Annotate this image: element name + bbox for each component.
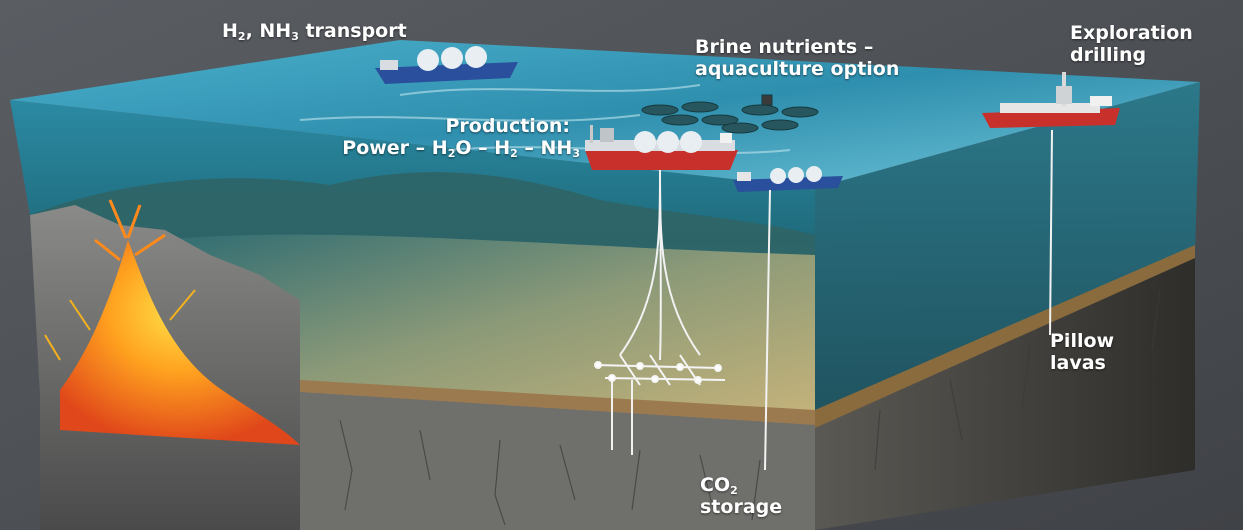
pillow-line1: Pillow	[1050, 330, 1115, 352]
production-sub1: 2	[447, 147, 456, 160]
brine-line1: Brine nutrients –	[695, 36, 874, 58]
transport-part2: , NH	[245, 20, 292, 42]
transport-sub2: 3	[291, 30, 299, 43]
volcano	[44, 199, 300, 445]
transport-part1: H	[222, 20, 238, 42]
production-line2: Power – H2O – H2 – NH3	[300, 137, 580, 159]
tanker-ship	[733, 166, 843, 192]
production-part3: – NH	[517, 137, 573, 159]
pillow-line2: lavas	[1050, 352, 1106, 374]
sea-surface	[10, 40, 1200, 188]
drilling-ship	[982, 72, 1120, 128]
production-sub2: 2	[510, 147, 518, 160]
label-co2: CO2 storage	[700, 474, 782, 518]
lng-carrier-ship	[375, 46, 518, 84]
aquaculture-pens	[641, 94, 819, 134]
fpso-production-ship	[585, 125, 738, 170]
label-production: Production: Power – H2O – H2 – NH3	[300, 115, 580, 159]
label-exploration: Exploration drilling	[1070, 22, 1193, 66]
production-part1: Power – H	[342, 137, 448, 159]
production-sub3: 3	[572, 147, 580, 160]
exploration-line1: Exploration	[1070, 22, 1193, 44]
risers	[611, 129, 1053, 471]
brine-line2: aquaculture option	[695, 58, 900, 80]
production-part2: O – H	[455, 137, 511, 159]
side-seafloor-edge	[815, 245, 1195, 432]
rock-cracks	[339, 289, 1161, 526]
label-brine: Brine nutrients – aquaculture option	[695, 36, 899, 80]
production-line1: Production:	[445, 115, 570, 137]
co2-line1: CO2	[700, 474, 782, 496]
rock-side	[815, 258, 1195, 530]
exploration-line2: drilling	[1070, 44, 1147, 66]
transport-part3: transport	[298, 20, 407, 42]
co2-part1: CO	[700, 474, 731, 496]
label-pillow: Pillow lavas	[1050, 330, 1114, 374]
water-column-side	[815, 82, 1200, 410]
co2-line2: storage	[700, 496, 783, 518]
subsea-template	[594, 354, 726, 386]
transport-sub1: 2	[237, 30, 246, 43]
seafloor-plain	[160, 234, 815, 420]
rock-front-lower	[300, 392, 815, 530]
co2-sub1: 2	[730, 484, 738, 497]
label-transport: H2, NH3 transport	[222, 20, 407, 42]
